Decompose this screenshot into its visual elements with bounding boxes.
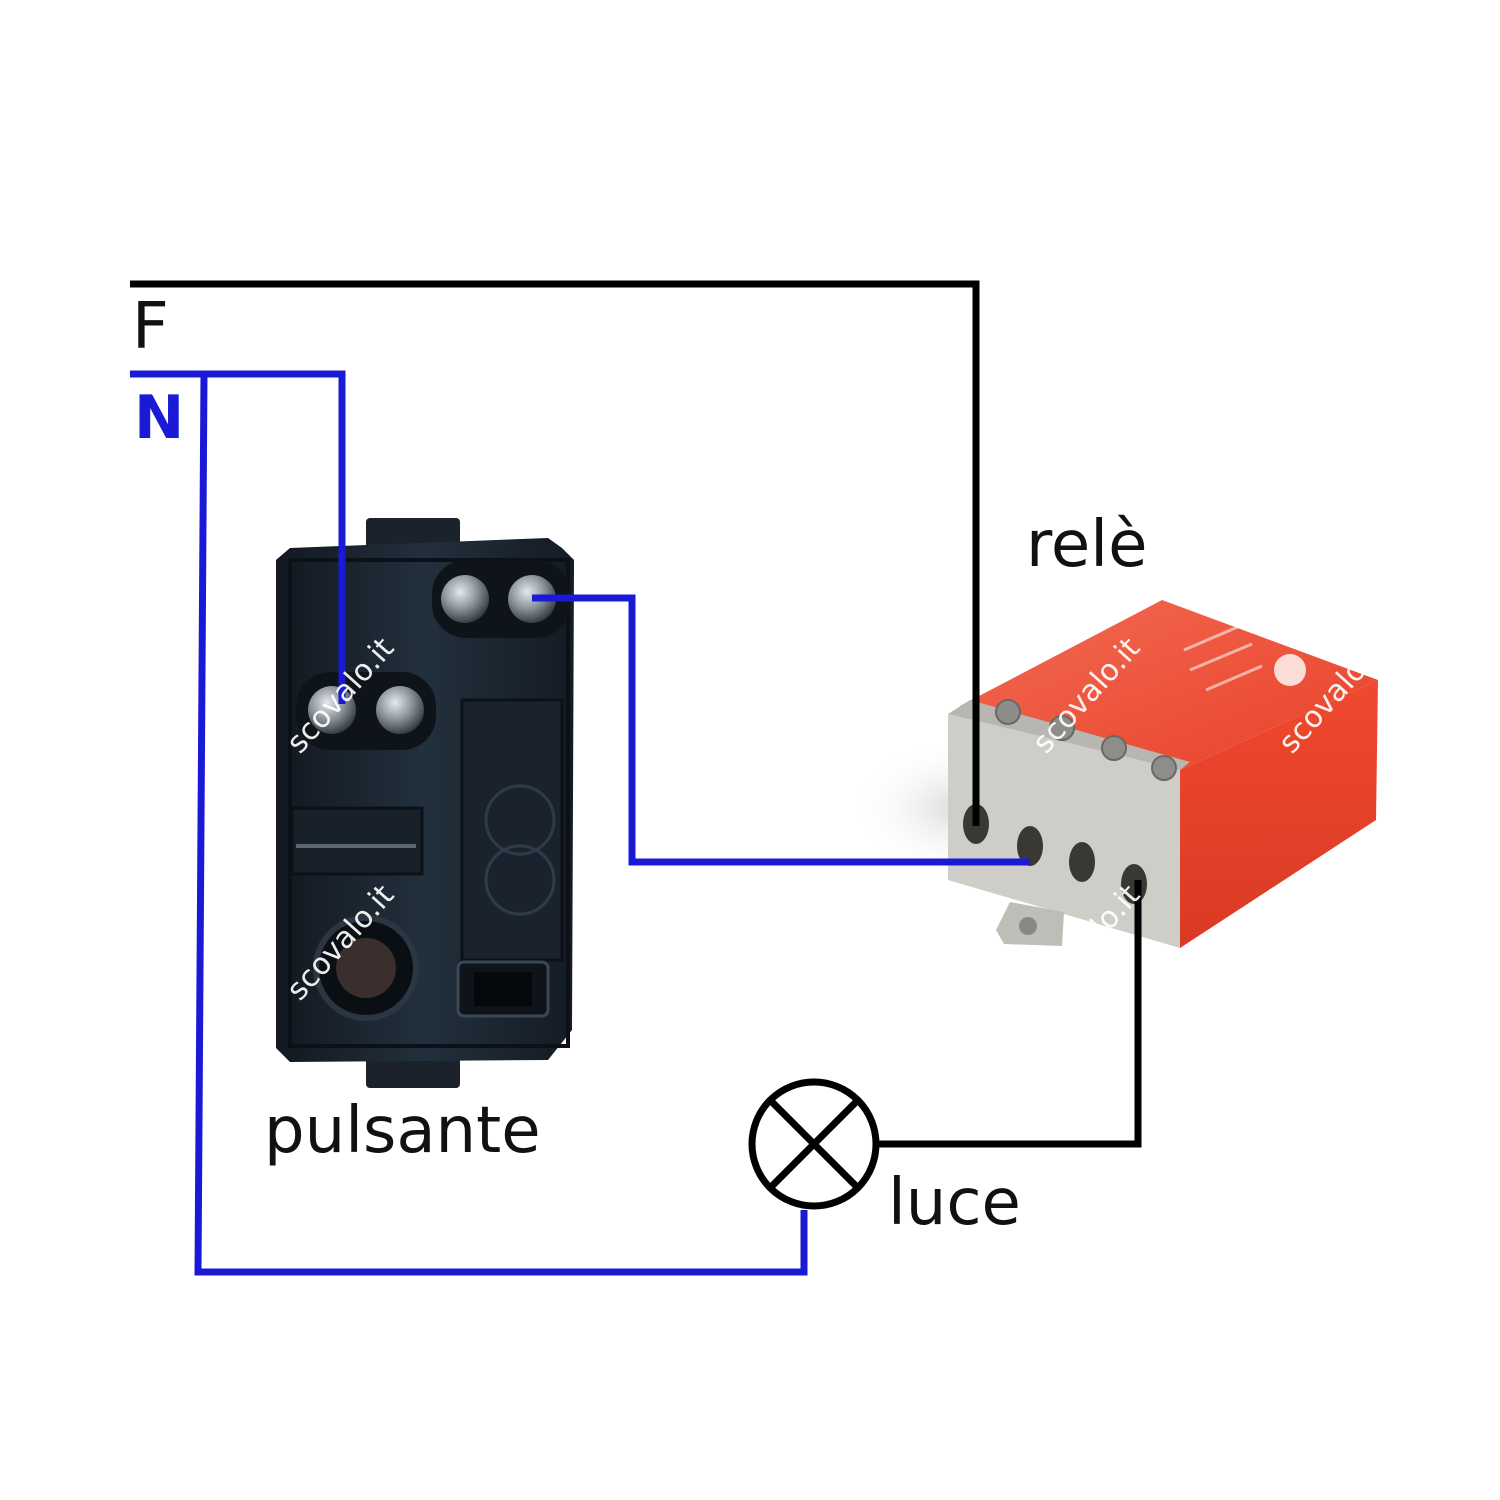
button-to-relay-wire [532, 594, 1030, 866]
relay-terminal-hole [1069, 842, 1095, 882]
neutral-wires [130, 370, 1030, 1276]
phase-label: F [132, 290, 169, 364]
neutral-wire-to-lamp [194, 373, 808, 1276]
relay-screw-icon [1151, 755, 1177, 781]
relay-terminal-hole [1017, 826, 1043, 866]
relay-module [850, 600, 1378, 948]
relay-logo-icon [1274, 654, 1306, 686]
neutral-label: N [134, 383, 184, 453]
relay-screw-icon [995, 699, 1021, 725]
button-screw-icon [376, 686, 424, 734]
button-label: pulsante [264, 1094, 541, 1168]
light-label: luce [888, 1166, 1021, 1240]
button-screw-icon [441, 575, 489, 623]
relay-label: relè [1026, 508, 1147, 582]
relay-screw-icon [1101, 735, 1127, 761]
relay-screw-icon [1049, 715, 1075, 741]
relay-output-wire [876, 880, 1142, 1148]
phase-wires [130, 280, 1142, 1148]
lamp-symbol-icon [748, 1078, 880, 1210]
phase-wire-to-relay [130, 280, 980, 826]
push-button-module [276, 518, 574, 1088]
